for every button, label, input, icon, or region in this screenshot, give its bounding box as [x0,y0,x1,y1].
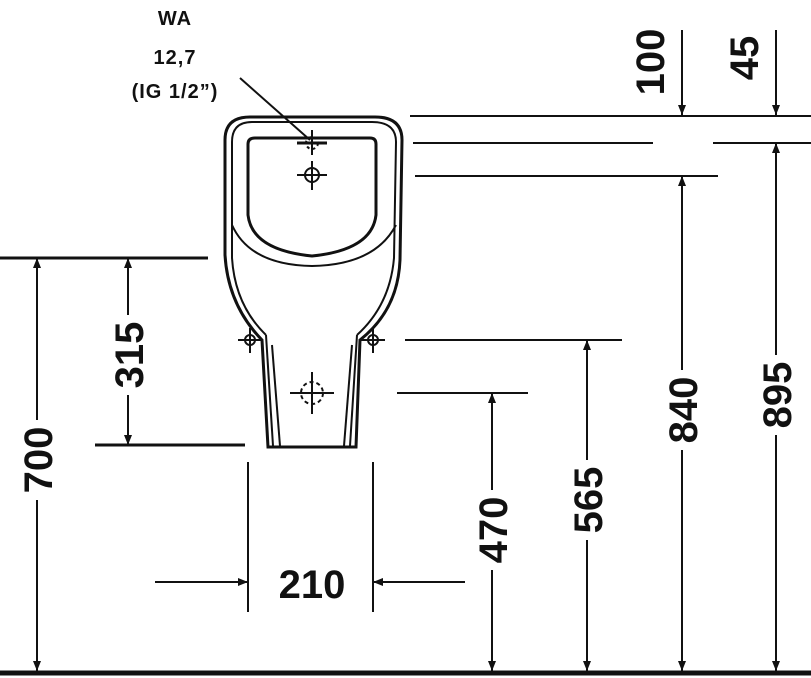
dim-315: 315 [108,322,152,389]
dim-895: 895 [756,362,800,429]
wa-thread: (IG 1/2”) [132,81,219,103]
dim-470: 470 [472,497,516,564]
wa-label: WA [158,8,192,30]
dim-45: 45 [723,36,767,81]
urinal-outline [223,115,404,449]
wa-size: 12,7 [154,47,197,69]
dim-210: 210 [279,563,346,607]
extension-lines [0,115,811,612]
dim-700: 700 [17,427,61,494]
dim-840: 840 [662,377,706,444]
dim-565: 565 [567,467,611,534]
wa-leader-line [239,77,311,141]
dim-100: 100 [629,29,673,96]
fixing-holes [238,130,385,414]
